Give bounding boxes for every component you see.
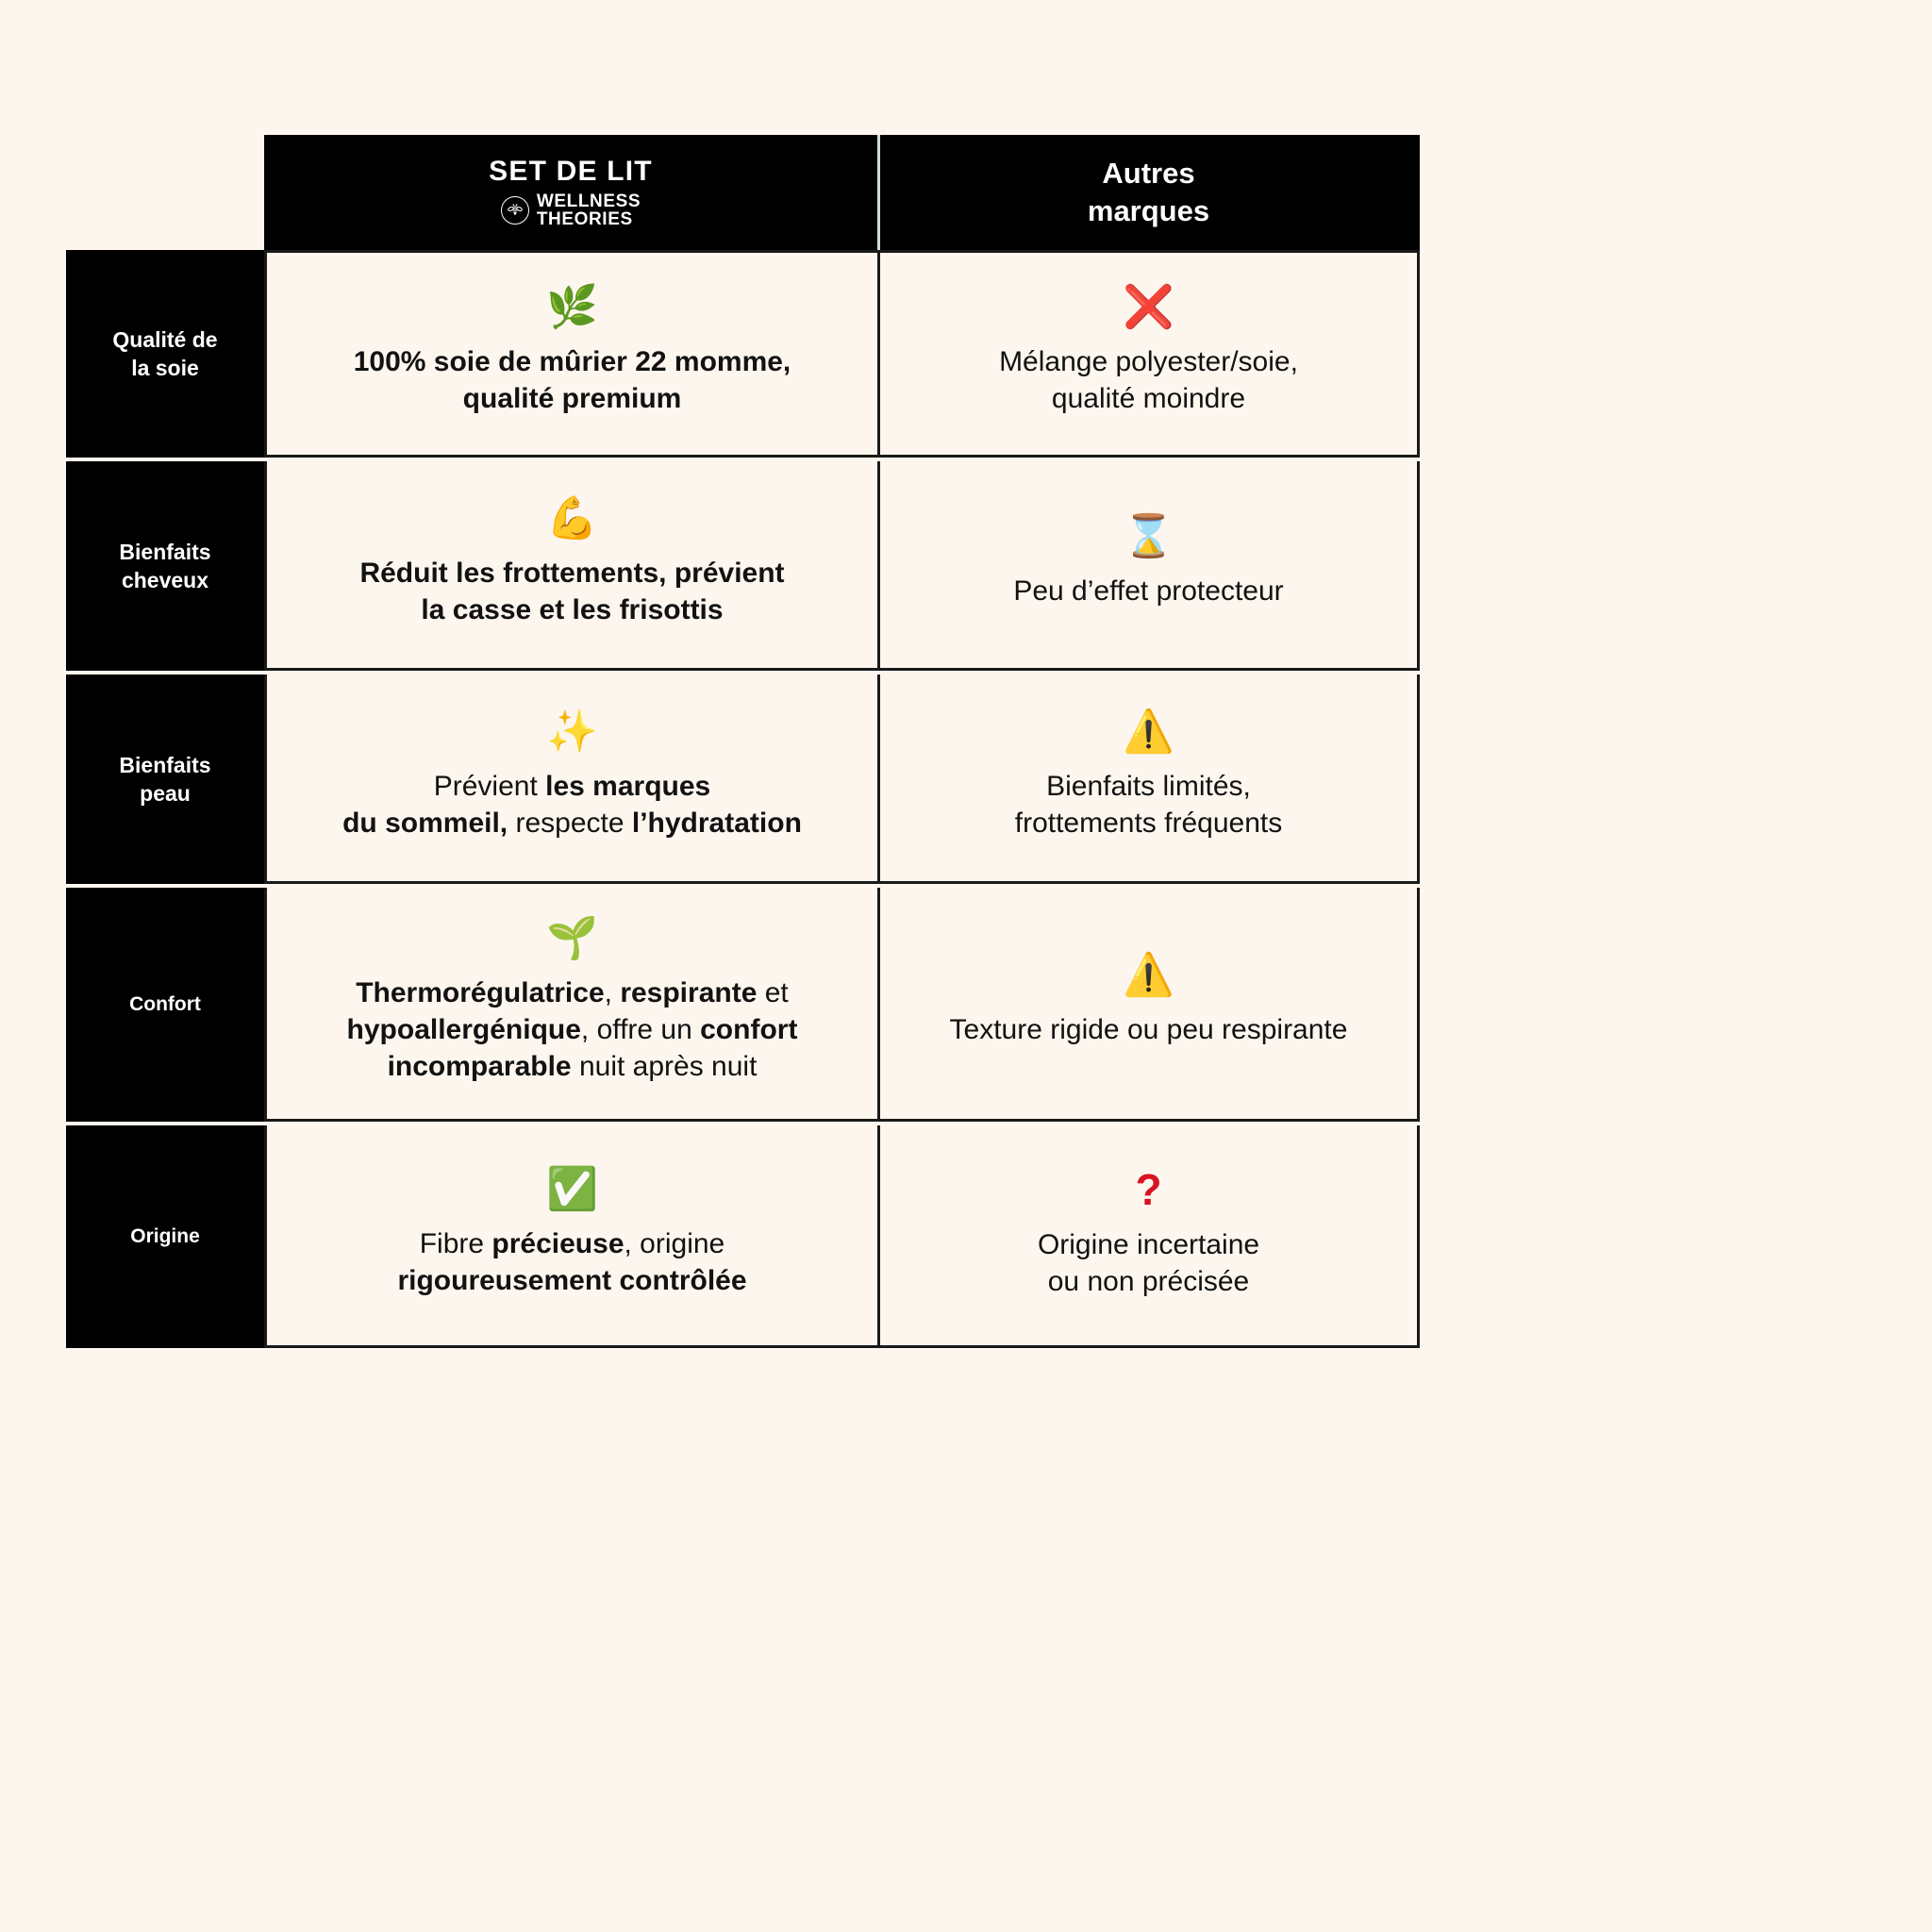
- brand-cell: ✨ Prévient les marques du sommeil, respe…: [267, 675, 877, 881]
- other-cell: ⚠️ Bienfaits limités, frottements fréque…: [877, 675, 1417, 881]
- brand-cell: 🌿 100% soie de mûrier 22 momme, qualité …: [267, 253, 877, 455]
- table-header-row: SET DE LIT: [264, 135, 1420, 250]
- row-label-line-1: Bienfaits: [119, 539, 211, 564]
- brand-cell-text: 100% soie de mûrier 22 momme, qualité pr…: [354, 343, 791, 417]
- table-row: Bienfaits cheveux 💪 Réduit les frottemen…: [66, 461, 1420, 671]
- row-cells: 🌿 100% soie de mûrier 22 momme, qualité …: [264, 250, 1420, 458]
- brand-text-line-1: 100% soie de mûrier 22 momme,: [353, 346, 791, 377]
- check-mark-button-emoji: ✅: [546, 1165, 598, 1212]
- brand-text-line-2: rigoureusement contrôlée: [397, 1264, 747, 1296]
- brand-cell-text: Fibre précieuse, origine rigoureusement …: [397, 1225, 746, 1299]
- row-label-line-2: la soie: [131, 356, 199, 380]
- row-cells: 💪 Réduit les frottements, prévient la ca…: [264, 461, 1420, 671]
- brand-text-line-1: Thermorégulatrice, respirante et: [356, 977, 789, 1008]
- other-text-line-2: qualité moindre: [1051, 383, 1246, 414]
- other-cell-text: Mélange polyester/soie, qualité moindre: [999, 343, 1298, 417]
- header-column-divider: [877, 135, 880, 250]
- flexed-biceps-emoji: 💪: [546, 494, 598, 541]
- other-brands-title: Autres marques: [1088, 155, 1209, 229]
- other-cell: ❌ Mélange polyester/soie, qualité moindr…: [877, 253, 1417, 455]
- comparison-table: SET DE LIT: [66, 135, 1420, 1348]
- header-other-column: Autres marques: [877, 135, 1420, 250]
- other-title-line-1: Autres: [1102, 157, 1195, 191]
- brand-text-line-2: hypoallergénique, offre un confort: [346, 1014, 798, 1045]
- brand-cell: ✅ Fibre précieuse, origine rigoureusemen…: [267, 1125, 877, 1345]
- header-brand-column: SET DE LIT: [264, 135, 877, 250]
- other-cell-text: Bienfaits limités, frottements fréquents: [1015, 768, 1282, 841]
- other-cell: ⚠️ Texture rigide ou peu respirante: [877, 888, 1417, 1119]
- row-label-bienfaits-peau: Bienfaits peau: [66, 675, 264, 884]
- row-label-line-2: peau: [140, 781, 191, 806]
- other-title-line-2: marques: [1087, 194, 1210, 227]
- brand-subtitle-line-1: WELLNESS: [536, 191, 641, 211]
- row-cells: 🌱 Thermorégulatrice, respirante et hypoa…: [264, 888, 1420, 1122]
- cross-mark-emoji: ❌: [1123, 284, 1174, 330]
- warning-emoji: ⚠️: [1123, 708, 1174, 755]
- brand-lockup: WELLNESS THEORIES: [500, 192, 641, 228]
- other-text-line-1: Mélange polyester/soie,: [999, 346, 1298, 377]
- table-row: Qualité de la soie 🌿 100% soie de mûrier…: [66, 250, 1420, 458]
- other-text-line-1: Peu d’effet protecteur: [1013, 575, 1284, 607]
- other-cell: ⌛ Peu d’effet protecteur: [877, 461, 1417, 668]
- other-text-line-1: Origine incertaine: [1037, 1228, 1260, 1260]
- row-label-qualite-de-la-soie: Qualité de la soie: [66, 250, 264, 458]
- brand-cell: 🌱 Thermorégulatrice, respirante et hypoa…: [267, 888, 877, 1119]
- row-label-confort: Confort: [66, 888, 264, 1122]
- row-label-bienfaits-cheveux: Bienfaits cheveux: [66, 461, 264, 671]
- seedling-emoji: 🌱: [546, 915, 598, 961]
- brand-cell-text: Thermorégulatrice, respirante et hypoall…: [347, 974, 798, 1085]
- brand-subtitle: WELLNESS THEORIES: [537, 192, 641, 228]
- other-text-line-1: Texture rigide ou peu respirante: [949, 1014, 1348, 1045]
- brand-cell: 💪 Réduit les frottements, prévient la ca…: [267, 461, 877, 668]
- hourglass-emoji: ⌛: [1123, 513, 1174, 559]
- warning-emoji: ⚠️: [1123, 952, 1174, 998]
- brand-cell-text: Réduit les frottements, prévient la cass…: [359, 555, 784, 628]
- brand-text-line-1: Réduit les frottements, prévient: [359, 557, 785, 589]
- brand-text-line-1: Prévient les marques: [433, 770, 711, 802]
- row-label-origine: Origine: [66, 1125, 264, 1348]
- table-row: Bienfaits peau ✨ Prévient les marques du…: [66, 675, 1420, 884]
- row-label-line-1: Origine: [130, 1225, 200, 1248]
- other-text-line-2: frottements fréquents: [1014, 807, 1283, 839]
- other-text-line-2: ou non précisée: [1047, 1265, 1250, 1297]
- brand-text-line-1: Fibre précieuse, origine: [419, 1227, 725, 1259]
- bee-in-circle-icon: [500, 195, 529, 225]
- brand-text-line-3: incomparable nuit après nuit: [387, 1051, 758, 1082]
- row-label-line-2: cheveux: [121, 568, 209, 592]
- brand-text-line-2: qualité premium: [462, 383, 682, 414]
- sparkles-emoji: ✨: [546, 708, 598, 755]
- row-label-line-1: Bienfaits: [119, 752, 211, 777]
- brand-text-line-2: du sommeil, respecte l’hydratation: [342, 807, 802, 839]
- row-cells: ✅ Fibre précieuse, origine rigoureusemen…: [264, 1125, 1420, 1348]
- table-row: Origine ✅ Fibre précieuse, origine rigou…: [66, 1125, 1420, 1348]
- other-cell-text: Origine incertaine ou non précisée: [1038, 1226, 1259, 1300]
- row-label-line-1: Confort: [129, 993, 201, 1016]
- row-label-line-1: Qualité de: [112, 326, 218, 352]
- other-cell-text: Peu d’effet protecteur: [1013, 573, 1283, 609]
- brand-title: SET DE LIT: [489, 156, 653, 188]
- brand-text-line-2: la casse et les frisottis: [421, 593, 724, 625]
- table-row: Confort 🌱 Thermorégulatrice, respirante …: [66, 888, 1420, 1122]
- other-text-line-1: Bienfaits limités,: [1046, 770, 1251, 802]
- other-cell-text: Texture rigide ou peu respirante: [950, 1011, 1348, 1048]
- red-question-mark-icon: ?: [1135, 1164, 1162, 1214]
- row-cells: ✨ Prévient les marques du sommeil, respe…: [264, 675, 1420, 884]
- other-cell: ? Origine incertaine ou non précisée: [877, 1125, 1417, 1345]
- brand-cell-text: Prévient les marques du sommeil, respect…: [342, 768, 802, 841]
- brand-subtitle-line-2: THEORIES: [536, 208, 633, 229]
- herb-emoji: 🌿: [546, 284, 598, 330]
